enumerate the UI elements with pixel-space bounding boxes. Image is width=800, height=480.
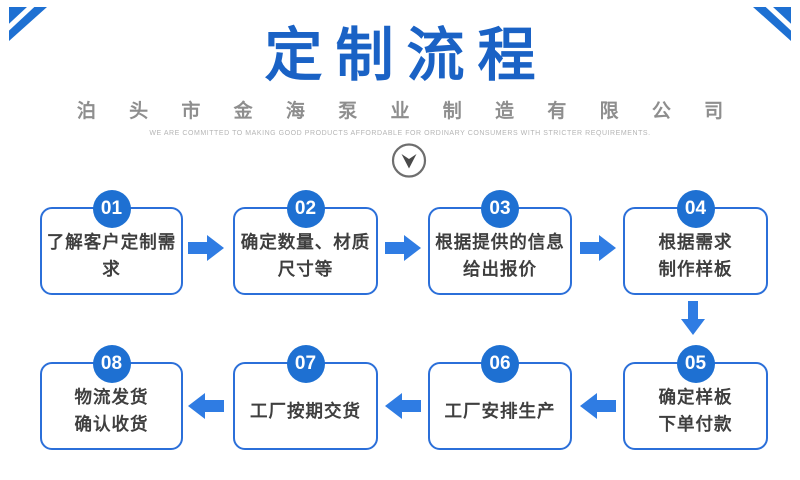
step-number-badge: 05 <box>676 345 715 383</box>
step-number-badge: 08 <box>92 345 131 383</box>
step-box-05: 05 确定样板 下单付款 <box>623 345 768 450</box>
corner-triangle-icon <box>9 7 47 41</box>
company-name: 泊 头 市 金 海 泵 业 制 造 有 限 公 司 <box>76 101 738 122</box>
step-label: 工厂安排生产 <box>444 400 556 421</box>
step-label: 了解客户定制需 求 <box>46 232 177 279</box>
step-number-badge: 02 <box>286 190 325 228</box>
arrow-left-icon <box>385 393 421 419</box>
step-number-badge: 04 <box>676 190 715 228</box>
arrow-left-icon <box>188 393 224 419</box>
step-label: 确定样板 下单付款 <box>658 387 733 434</box>
chevron-down-circle-icon <box>391 143 427 178</box>
company-tagline-en: WE ARE COMMITTED TO MAKING GOOD PRODUCTS… <box>149 130 651 137</box>
step-number-badge: 03 <box>481 190 519 228</box>
step-label: 物流发货 确认收货 <box>74 387 149 434</box>
step-number-badge: 07 <box>286 345 325 383</box>
page-title: 定制流程 <box>264 23 549 88</box>
step-label: 确定数量、材质 尺寸等 <box>240 232 371 279</box>
step-number-badge: 06 <box>481 345 519 383</box>
step-box-02: 02 确定数量、材质 尺寸等 <box>233 190 378 295</box>
corner-triangle-icon <box>753 7 791 41</box>
step-box-08: 08 物流发货 确认收货 <box>40 345 183 450</box>
header: 定制流程 泊 头 市 金 海 泵 业 制 造 有 限 公 司 WE ARE CO… <box>0 0 800 137</box>
step-label: 根据需求 制作样板 <box>658 232 733 279</box>
arrow-right-icon <box>580 235 616 261</box>
step-box-07: 07 工厂按期交货 <box>233 345 378 450</box>
step-number-badge: 01 <box>92 190 131 228</box>
step-label: 根据提供的信息 给出报价 <box>435 232 565 279</box>
arrow-down-icon <box>681 301 705 335</box>
step-box-06: 06 工厂安排生产 <box>428 345 572 450</box>
arrow-right-icon <box>385 235 421 261</box>
arrow-right-icon <box>188 235 224 261</box>
arrow-left-icon <box>580 393 616 419</box>
step-label: 工厂按期交货 <box>250 400 361 421</box>
step-box-03: 03 根据提供的信息 给出报价 <box>428 190 572 295</box>
step-box-01: 01 了解客户定制需 求 <box>40 190 183 295</box>
step-box-04: 04 根据需求 制作样板 <box>623 190 768 295</box>
